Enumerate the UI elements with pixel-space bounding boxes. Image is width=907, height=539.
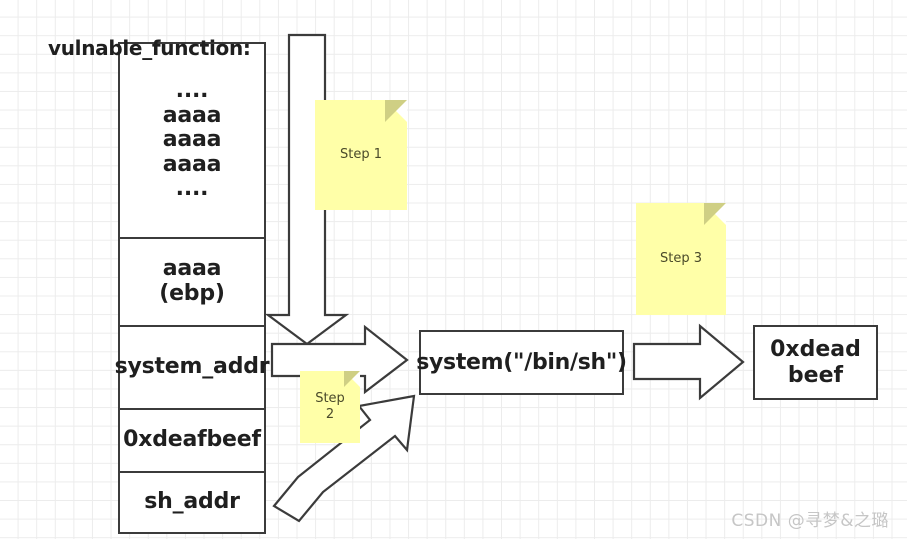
stack-divider-3 bbox=[120, 408, 264, 410]
stack-divider-1 bbox=[120, 237, 264, 239]
note-fold-shadow-icon bbox=[385, 100, 407, 122]
sticky-note-step-3: Step 3 bbox=[636, 203, 726, 315]
function-label: vulnable_function: bbox=[48, 36, 251, 60]
dead-beef-box: 0xdead beef bbox=[753, 325, 878, 400]
system-call-box: system("/bin/sh") bbox=[416, 330, 627, 395]
stack-divider-4 bbox=[120, 471, 264, 473]
note-fold-shadow-icon bbox=[704, 203, 726, 225]
sticky-note-step-2: Step 2 bbox=[300, 371, 360, 443]
stack-cell-arg: sh_addr bbox=[144, 489, 240, 515]
sticky-note-step-1-label: Step 1 bbox=[339, 146, 382, 162]
stack-divider-2 bbox=[120, 325, 264, 327]
stack-frame: .... aaaa aaaa aaaa .... aaaa (ebp) syst… bbox=[114, 42, 270, 534]
sticky-note-step-3-label: Step 3 bbox=[659, 250, 702, 266]
sticky-note-step-2-label: Step 2 bbox=[315, 390, 345, 422]
stack-cell-ret-addr: system_addr bbox=[114, 354, 270, 380]
stack-cell-saved-ebp: aaaa (ebp) bbox=[159, 256, 225, 306]
note-fold-shadow-icon bbox=[344, 371, 360, 387]
stack-cell-buffer: .... aaaa aaaa aaaa .... bbox=[162, 77, 222, 202]
stack-cell-fake-ret: 0xdeafbeef bbox=[123, 427, 261, 453]
system-to-deadbeef-arrow bbox=[632, 323, 745, 401]
sticky-note-step-1: Step 1 bbox=[315, 100, 407, 210]
watermark: CSDN @寻梦&之璐 bbox=[731, 511, 889, 531]
